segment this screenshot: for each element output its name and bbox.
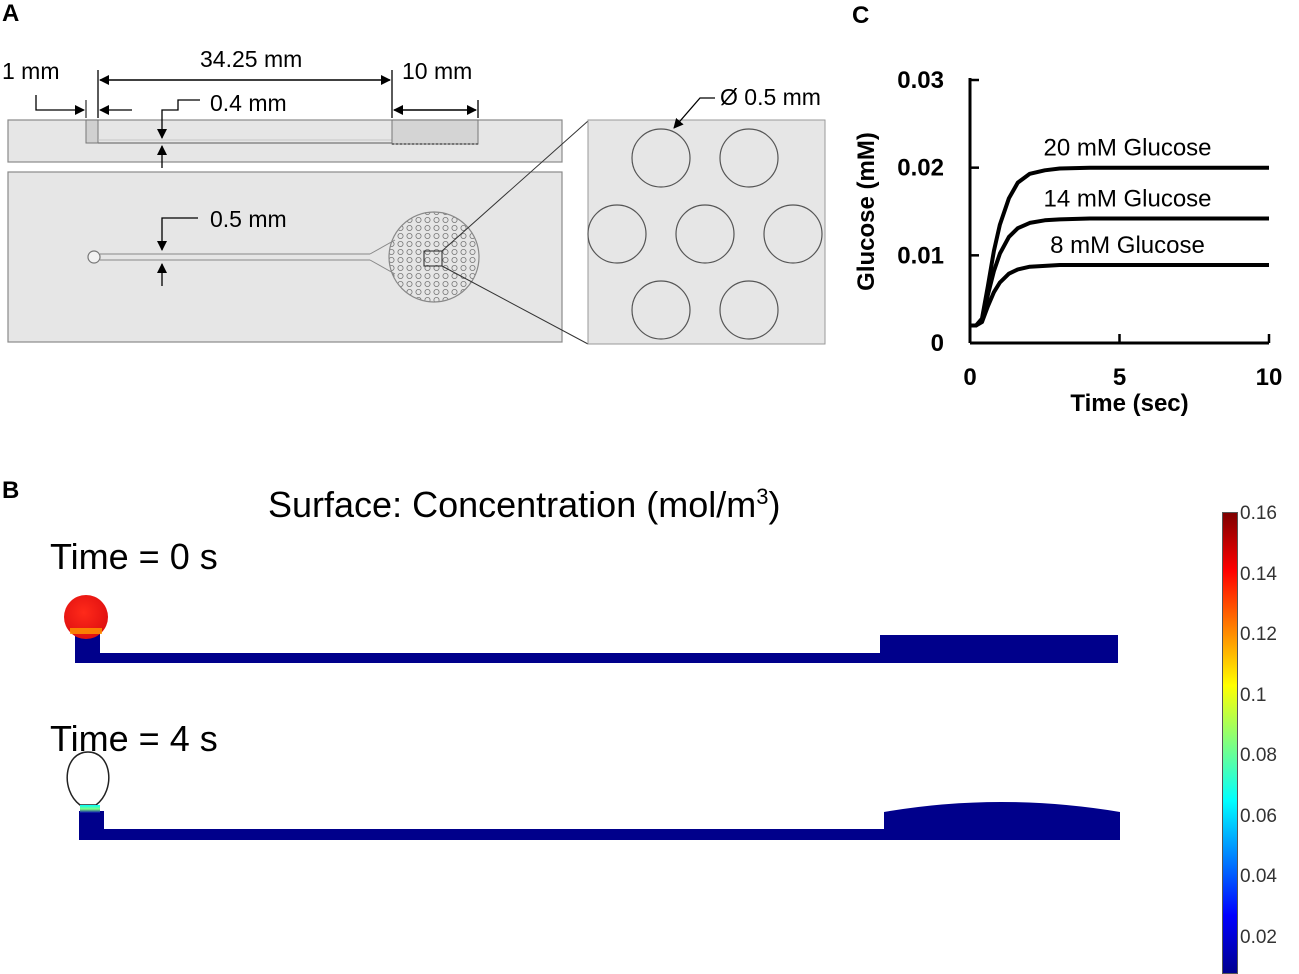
- side-outlet-reservoir: [391, 119, 479, 145]
- pillar-chamber: [388, 211, 480, 303]
- x-tick-label-0: 0: [963, 364, 976, 391]
- colorbar-tick-5: 0.06: [1240, 805, 1277, 827]
- y-tick-label-0: 0: [931, 330, 944, 357]
- inlet-port: [87, 250, 101, 264]
- dim-width-label: 0.5 mm: [210, 206, 287, 232]
- pillar-circles: [587, 128, 823, 340]
- colorbar-tick-0: 0.16: [1240, 503, 1277, 524]
- time-label-0s: Time = 0 s: [50, 536, 218, 577]
- dim-10mm-label: 10 mm: [402, 58, 473, 84]
- droplet-t4: [66, 751, 110, 806]
- x-tick-label-2: 10: [1256, 364, 1283, 391]
- frame-t0: [64, 595, 1118, 663]
- dim-1mm-label: 1 mm: [2, 58, 60, 84]
- title-text: Surface: Concentration (mol/m: [268, 484, 757, 525]
- x-tick-label-1: 5: [1113, 364, 1126, 391]
- colorbar: [1222, 512, 1238, 974]
- zoom-box: [423, 250, 443, 267]
- chip-schematic: [7, 70, 826, 345]
- y-tick-label-2: 0.02: [897, 155, 944, 182]
- y-tick-label-3: 0.03: [897, 67, 944, 94]
- dim-length-label: 34.25 mm: [200, 46, 303, 72]
- colorbar-ticks: 0.16 0.14 0.12 0.1 0.08 0.06 0.04 0.02: [1238, 500, 1298, 970]
- series-line-2: [970, 263, 1269, 328]
- simulation-frames: [64, 595, 1120, 840]
- zoom-inset: [587, 119, 826, 345]
- title-superscript: 3: [756, 484, 769, 509]
- y-tick-label-1: 0.01: [897, 242, 944, 269]
- y-axis-label: Glucose (mM): [853, 132, 880, 291]
- dim-pillar-label: Ø 0.5 mm: [720, 84, 821, 110]
- title-close: ): [768, 484, 781, 525]
- colorbar-tick-7: 0.02: [1240, 926, 1277, 948]
- dim-depth-label: 0.4 mm: [210, 90, 287, 116]
- series-label-1: 14 mM Glucose: [1043, 186, 1211, 213]
- colorbar-tick-6: 0.04: [1240, 866, 1277, 887]
- chart-series: [970, 165, 1269, 328]
- simulation-title: Surface: Concentration (mol/m3): [268, 484, 780, 526]
- colorbar-tick-4: 0.08: [1240, 745, 1277, 766]
- colorbar-tick-1: 0.14: [1240, 563, 1277, 585]
- time-label-4s: Time = 4 s: [50, 718, 218, 759]
- series-label-0: 20 mM Glucose: [1043, 135, 1211, 162]
- series-label-2: 8 mM Glucose: [1050, 232, 1205, 259]
- side-inlet-well: [85, 119, 99, 144]
- panel-label-a: A: [2, 0, 20, 27]
- colorbar-tick-3: 0.1: [1240, 684, 1267, 706]
- panel-label-b: B: [2, 477, 20, 504]
- frame-t4: [66, 751, 1120, 840]
- colorbar-tick-2: 0.12: [1240, 624, 1277, 645]
- x-axis-label: Time (sec): [1070, 390, 1188, 417]
- panel-label-c: C: [852, 2, 870, 29]
- chart-axes: [968, 78, 1271, 345]
